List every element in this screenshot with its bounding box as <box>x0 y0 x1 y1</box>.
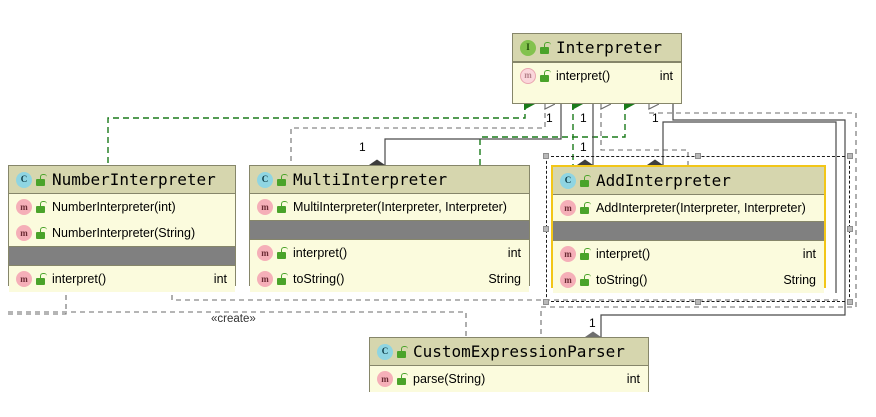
method-icon: m <box>16 225 32 241</box>
member-type: String <box>783 273 816 287</box>
class-icon: C <box>377 343 393 360</box>
class-member-row[interactable]: m NumberInterpreter(String) <box>9 220 235 246</box>
class-member-row[interactable]: m NumberInterpreter(int) <box>9 194 235 220</box>
unlocked-padlock-icon <box>540 41 551 54</box>
unlocked-padlock-icon <box>397 373 408 385</box>
class-member-row[interactable]: m AddInterpreter(Interpreter, Interprete… <box>553 195 824 221</box>
uml-class-number-interpreter[interactable]: C NumberInterpreter m NumberInterpreter(… <box>8 165 236 292</box>
member-name: toString() <box>596 273 648 287</box>
unlocked-padlock-icon <box>580 174 591 187</box>
unlocked-padlock-icon <box>540 69 551 82</box>
member-name: interpret() <box>556 68 611 83</box>
resize-handle-ne[interactable] <box>847 153 853 159</box>
unlocked-padlock-icon <box>580 248 591 260</box>
method-icon: m <box>560 272 576 288</box>
class-member-row[interactable]: m interpret() int <box>513 62 681 88</box>
member-name: interpret() <box>293 246 348 260</box>
class-name: MultiInterpreter <box>293 170 448 189</box>
uml-class-add-interpreter[interactable]: C AddInterpreter m AddInterpreter(Interp… <box>551 165 826 293</box>
resize-handle-nw[interactable] <box>543 153 549 159</box>
unlocked-padlock-icon <box>277 173 288 186</box>
unlocked-padlock-icon <box>397 345 408 358</box>
class-member-row[interactable]: m toString() String <box>553 267 824 293</box>
class-name: NumberInterpreter <box>52 170 216 189</box>
member-type: int <box>213 272 227 286</box>
uml-class-multi-interpreter[interactable]: C MultiInterpreter m MultiInterpreter(In… <box>249 165 530 292</box>
multiplicity-label: 1 <box>359 140 366 154</box>
resize-handle-e[interactable] <box>847 226 853 232</box>
dependency-parser-to-number-left <box>7 286 467 337</box>
method-abstract-icon: m <box>520 67 536 84</box>
resize-handle-w[interactable] <box>543 226 549 232</box>
class-name: AddInterpreter <box>596 171 731 190</box>
class-member-row[interactable]: m toString() String <box>250 266 529 292</box>
unlocked-padlock-icon <box>36 201 47 213</box>
method-icon: m <box>16 271 32 287</box>
member-name: interpret() <box>52 272 107 286</box>
member-name: toString() <box>293 272 345 286</box>
method-icon: m <box>16 199 32 215</box>
resize-handle-n[interactable] <box>695 153 701 159</box>
resize-handle-se[interactable] <box>847 299 853 305</box>
realization-number-interpreter <box>107 98 535 165</box>
resize-handle-sw[interactable] <box>543 299 549 305</box>
member-name: NumberInterpreter(String) <box>52 226 196 240</box>
member-name: interpret() <box>596 247 651 261</box>
class-member-row[interactable]: m MultiInterpreter(Interpreter, Interpre… <box>250 194 529 220</box>
class-header[interactable]: I Interpreter <box>513 34 681 62</box>
multiplicity-label: 1 <box>589 316 596 330</box>
method-icon: m <box>560 246 576 262</box>
method-icon: m <box>377 371 393 387</box>
member-name: parse(String) <box>413 372 486 386</box>
method-icon: m <box>257 245 273 261</box>
member-name: AddInterpreter(Interpreter, Interpreter) <box>596 201 806 215</box>
unlocked-padlock-icon <box>36 273 47 285</box>
member-type: String <box>488 272 521 286</box>
unlocked-padlock-icon <box>580 202 591 214</box>
class-header[interactable]: C MultiInterpreter <box>250 166 529 194</box>
class-header[interactable]: C CustomExpressionParser <box>370 338 648 366</box>
member-type: int <box>626 372 640 386</box>
member-type: int <box>802 247 816 261</box>
uml-class-custom-expression-parser[interactable]: C CustomExpressionParser m parse(String)… <box>369 337 649 392</box>
dependency-multi-to-interpreter <box>290 104 545 165</box>
class-icon: C <box>16 171 32 188</box>
class-member-row[interactable]: m parse(String) int <box>370 366 648 392</box>
class-icon: C <box>560 172 576 189</box>
composition-multi-holds-interpreter <box>369 104 562 171</box>
section-separator-bar <box>9 246 235 266</box>
section-separator-bar <box>250 220 529 240</box>
class-header[interactable]: C NumberInterpreter <box>9 166 235 194</box>
member-type: int <box>507 246 521 260</box>
unlocked-padlock-icon <box>36 227 47 239</box>
unlocked-padlock-icon <box>36 173 47 186</box>
method-icon: m <box>257 271 273 287</box>
member-name: MultiInterpreter(Interpreter, Interprete… <box>293 200 507 214</box>
resize-handle-s[interactable] <box>695 299 701 305</box>
multiplicity-label: 1 <box>546 111 553 125</box>
section-separator-bar <box>553 221 824 241</box>
multiplicity-label: 1 <box>580 140 587 154</box>
unlocked-padlock-icon <box>277 273 288 285</box>
class-icon: C <box>257 171 273 188</box>
class-header[interactable]: C AddInterpreter <box>553 167 824 195</box>
method-icon: m <box>560 200 576 216</box>
member-name: NumberInterpreter(int) <box>52 200 176 214</box>
method-icon: m <box>257 199 273 215</box>
member-type: int <box>659 68 673 83</box>
multiplicity-label: 1 <box>580 111 587 125</box>
class-name: CustomExpressionParser <box>413 342 625 361</box>
unlocked-padlock-icon <box>277 247 288 259</box>
unlocked-padlock-icon <box>580 274 591 286</box>
class-member-row[interactable]: m interpret() int <box>9 266 235 292</box>
multiplicity-label: 1 <box>652 111 659 125</box>
stereotype-create-label: «create» <box>208 313 259 325</box>
class-member-row[interactable]: m interpret() int <box>553 241 824 267</box>
class-name: Interpreter <box>556 38 662 57</box>
class-member-row[interactable]: m interpret() int <box>250 240 529 266</box>
interface-icon: I <box>520 39 536 56</box>
unlocked-padlock-icon <box>277 201 288 213</box>
uml-class-interpreter[interactable]: I Interpreter m interpret() int <box>512 33 682 104</box>
